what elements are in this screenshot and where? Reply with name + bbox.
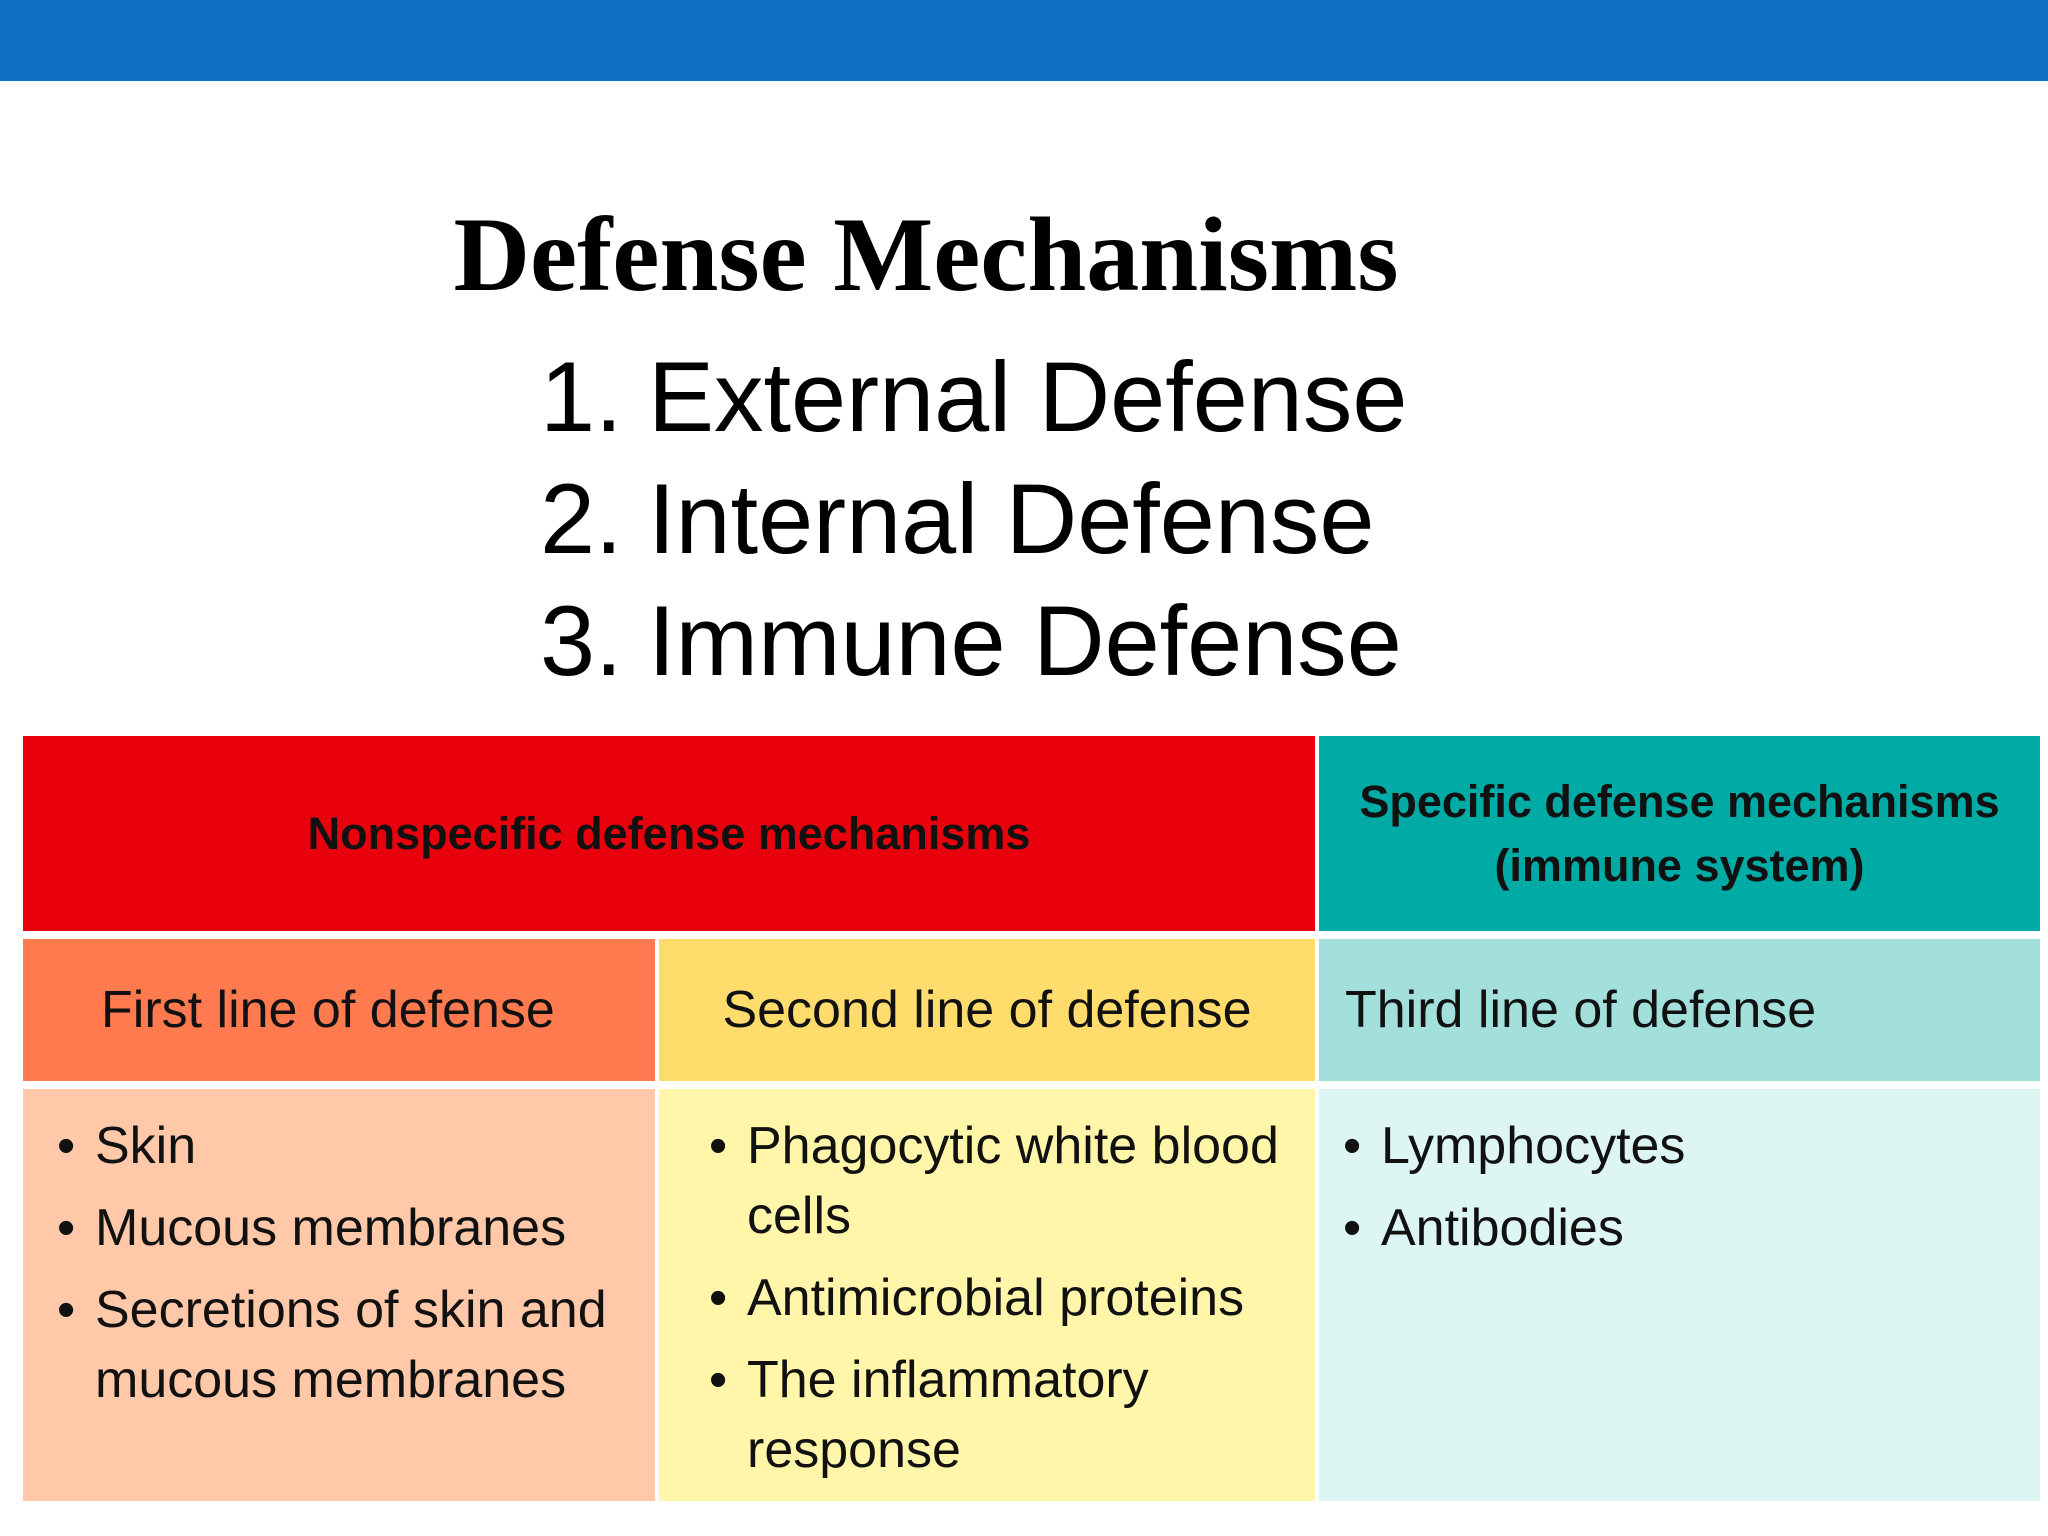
third-line-heading-text: Third line of defense: [1345, 981, 1817, 1039]
top-accent-bar: [0, 0, 2048, 81]
list-item: Lymphocytes: [1319, 1111, 2040, 1181]
second-line-heading: Second line of defense: [659, 939, 1315, 1081]
second-line-list: Phagocytic white blood cells Antimicrobi…: [659, 1089, 1315, 1485]
list-item: The inflammatory response: [659, 1345, 1315, 1485]
first-line-list: Skin Mucous membranes Secretions of skin…: [23, 1089, 655, 1415]
third-line-body: Lymphocytes Antibodies: [1319, 1089, 2040, 1501]
nonspecific-header-text: Nonspecific defense mechanisms: [307, 807, 1031, 859]
specific-header: Specific defense mechanisms (immune syst…: [1319, 736, 2040, 931]
first-line-heading: First line of defense: [23, 939, 655, 1081]
outline-number: 2.: [540, 463, 623, 574]
second-line-heading-text: Second line of defense: [722, 981, 1252, 1039]
outline-number: 3.: [540, 585, 623, 696]
defense-table: Nonspecific defense mechanisms Specific …: [23, 736, 2040, 1501]
list-item: Mucous membranes: [23, 1193, 655, 1263]
specific-header-line1: Specific defense mechanisms: [1359, 775, 2000, 827]
outline-item: 3.Immune Defense: [540, 580, 1407, 702]
outline-number: 1.: [540, 341, 623, 452]
first-line-body: Skin Mucous membranes Secretions of skin…: [23, 1089, 655, 1501]
list-item: Phagocytic white blood cells: [659, 1111, 1315, 1251]
outline-text: Immune Defense: [648, 585, 1402, 696]
list-item: Secretions of skin and mucous membranes: [23, 1275, 655, 1415]
list-item: Antibodies: [1319, 1193, 2040, 1263]
list-item: Antimicrobial proteins: [659, 1263, 1315, 1333]
outline-text: Internal Defense: [648, 463, 1375, 574]
third-line-heading: Third line of defense: [1319, 939, 2040, 1081]
nonspecific-header: Nonspecific defense mechanisms: [23, 736, 1315, 931]
third-line-list: Lymphocytes Antibodies: [1319, 1089, 2040, 1263]
slide-title: Defense Mechanisms: [453, 196, 1399, 313]
second-line-body: Phagocytic white blood cells Antimicrobi…: [659, 1089, 1315, 1501]
specific-header-text: Specific defense mechanisms (immune syst…: [1359, 770, 1999, 898]
outline-text: External Defense: [648, 341, 1408, 452]
outline-list: 1.External Defense 2.Internal Defense 3.…: [540, 336, 1407, 702]
outline-item: 1.External Defense: [540, 336, 1407, 458]
first-line-heading-text: First line of defense: [101, 981, 555, 1039]
list-item: Skin: [23, 1111, 655, 1181]
specific-header-line2: (immune system): [1494, 839, 1865, 891]
outline-item: 2.Internal Defense: [540, 458, 1407, 580]
